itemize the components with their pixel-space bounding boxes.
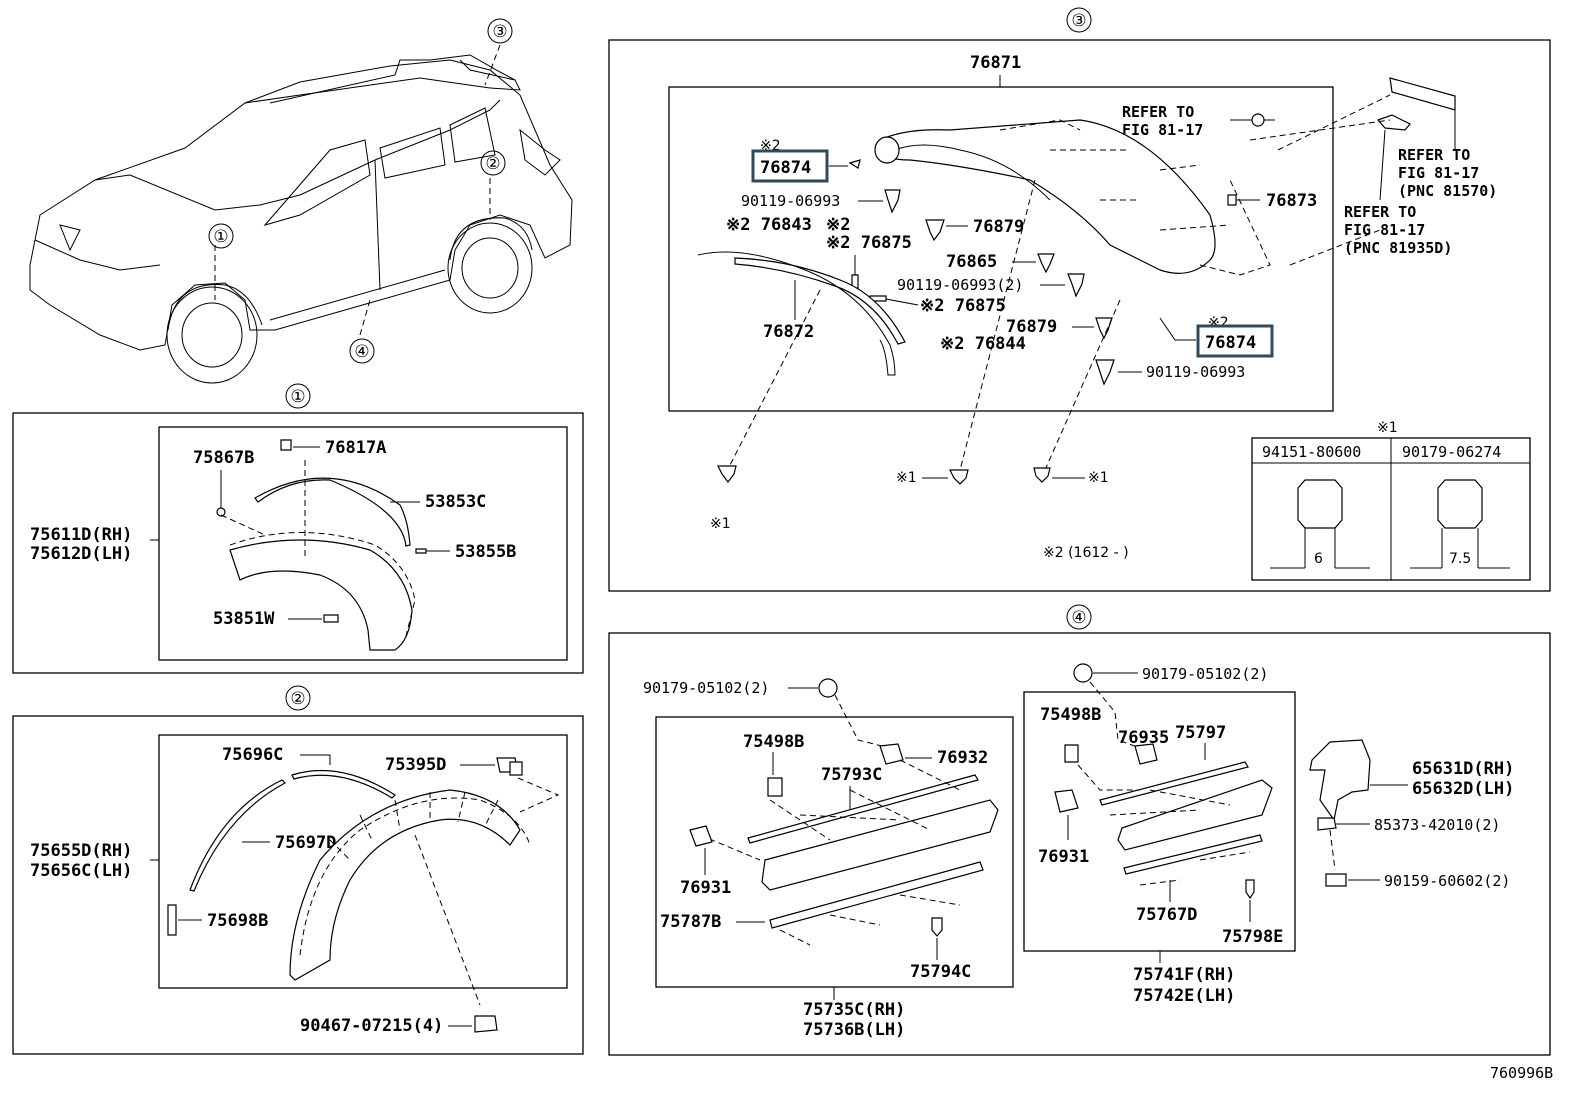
overview-marker-3: ③: [487, 18, 513, 44]
part-75767D: 75767D: [1136, 905, 1197, 925]
part-90119-06993-a: 90119-06993: [741, 192, 840, 210]
note-mark-2-date: ※2 (1612 - ): [1043, 545, 1129, 561]
part-75867B: 75867B: [193, 448, 254, 468]
svg-text:③: ③: [492, 22, 507, 42]
refer-note-2-line2: FIG 81-17: [1398, 164, 1479, 182]
part-75655D: 75655D(RH): [30, 841, 132, 861]
part-76843: ※2 76843: [726, 215, 812, 235]
part-76932: 76932: [937, 748, 988, 768]
section-2: ② 75655D(RH) 75656C(LH) 75696C 75395D 75…: [12, 685, 584, 1055]
part-90467-07215: 90467-07215(4): [300, 1016, 443, 1036]
section-4-marker: ④: [1071, 608, 1086, 628]
overview-marker-1: ①: [208, 223, 234, 249]
part-75794C: 75794C: [910, 962, 971, 982]
part-76879-b: 76879: [1006, 317, 1057, 337]
part-76817A: 76817A: [325, 438, 386, 458]
table-col-90179-06274: 90179-06274: [1402, 443, 1501, 461]
part-85373-42010: 85373-42010(2): [1374, 816, 1500, 834]
part-75395D: 75395D: [385, 755, 446, 775]
highlight-76874-left: [751, 149, 829, 183]
svg-text:④: ④: [354, 342, 369, 362]
refer-note-3-line1: REFER TO: [1344, 203, 1416, 221]
section-1-marker: ①: [290, 387, 305, 407]
part-53851W: 53851W: [213, 609, 275, 629]
table-dim-7-5: 7.5: [1449, 551, 1471, 567]
refer-note-2-line1: REFER TO: [1398, 146, 1470, 164]
part-75787B: 75787B: [660, 912, 721, 932]
part-76844: ※2 76844: [940, 334, 1026, 354]
svg-text:②: ②: [485, 154, 500, 174]
section-4: ④ 90179-05102(2) 75498B 76932 75793C 769…: [608, 604, 1551, 1056]
part-75656C: 75656C(LH): [30, 861, 132, 881]
part-75696C: 75696C: [222, 745, 283, 765]
note-mark-2-b: ※2: [826, 215, 850, 235]
part-75742E: 75742E(LH): [1133, 986, 1235, 1006]
refer-note-1-line1: REFER TO: [1122, 103, 1194, 121]
part-90179-05102-b: 90179-05102(2): [1142, 665, 1268, 683]
refer-note-2-line3: (PNC 81570): [1398, 182, 1497, 200]
part-75735C: 75735C(RH): [803, 1000, 905, 1020]
overview-marker-4: ④: [349, 338, 375, 364]
part-75798E: 75798E: [1222, 927, 1283, 947]
part-75793C: 75793C: [821, 765, 882, 785]
part-90159-60602: 90159-60602(2): [1384, 872, 1510, 890]
part-76871: 76871: [970, 53, 1021, 73]
part-65632D: 65632D(LH): [1412, 779, 1514, 799]
part-76931-a: 76931: [680, 878, 731, 898]
part-90119-06993-b: 90119-06993(2): [897, 276, 1023, 294]
part-76875-b: ※2 76875: [920, 296, 1006, 316]
section-3-marker: ③: [1071, 11, 1086, 31]
part-76874-left: 76874: [760, 158, 811, 178]
part-76874-right: 76874: [1205, 333, 1256, 353]
highlight-76874-right: [1196, 324, 1274, 358]
section-2-marker: ②: [290, 689, 305, 709]
table-col-94151-80600: 94151-80600: [1262, 443, 1361, 461]
refer-note-3-line3: (PNC 81935D): [1344, 239, 1452, 257]
overview-marker-2: ②: [480, 150, 506, 176]
part-75612D: 75612D(LH): [30, 544, 132, 564]
part-76865: 76865: [946, 252, 997, 272]
part-75498B-a: 75498B: [743, 732, 804, 752]
part-76875-a: ※2 76875: [826, 233, 912, 253]
part-75741F: 75741F(RH): [1133, 965, 1235, 985]
refer-note-3-line2: FIG 81-17: [1344, 221, 1425, 239]
table-header-mark: ※1: [1377, 420, 1398, 436]
note-mark-1-b: ※1: [896, 470, 917, 486]
svg-text:①: ①: [213, 227, 228, 247]
part-65631D: 65631D(RH): [1412, 759, 1514, 779]
part-76872: 76872: [763, 322, 814, 342]
part-53853C: 53853C: [425, 492, 486, 512]
note-mark-2-c: ※2: [1208, 315, 1229, 331]
part-76935: 76935: [1118, 728, 1169, 748]
table-dim-6: 6: [1314, 551, 1323, 567]
part-75797: 75797: [1175, 723, 1226, 743]
part-75698B: 75698B: [207, 911, 268, 931]
note-mark-1-a: ※1: [710, 516, 731, 532]
part-90179-05102-a: 90179-05102(2): [643, 679, 769, 697]
vehicle-overview: [29, 44, 573, 384]
part-76873: 76873: [1266, 191, 1317, 211]
diagram-code: 760996B: [1490, 1064, 1553, 1082]
section-3: ③ 76871 ※2 76874 90119-06993 ※2 76843 ※2…: [608, 7, 1551, 592]
part-76879-a: 76879: [973, 217, 1024, 237]
refer-note-1-line2: FIG 81-17: [1122, 121, 1203, 139]
part-75611D: 75611D(RH): [30, 525, 132, 545]
part-75697D: 75697D: [275, 833, 336, 853]
note-mark-1-c: ※1: [1088, 470, 1109, 486]
part-76931-b: 76931: [1038, 847, 1089, 867]
part-90119-06993-c: 90119-06993: [1146, 363, 1245, 381]
part-53855B: 53855B: [455, 542, 516, 562]
part-75498B-b: 75498B: [1040, 705, 1101, 725]
section-1: ① 75611D(RH) 75612D(LH) 75867B 76817A 53…: [12, 383, 584, 674]
part-75736B: 75736B(LH): [803, 1020, 905, 1040]
